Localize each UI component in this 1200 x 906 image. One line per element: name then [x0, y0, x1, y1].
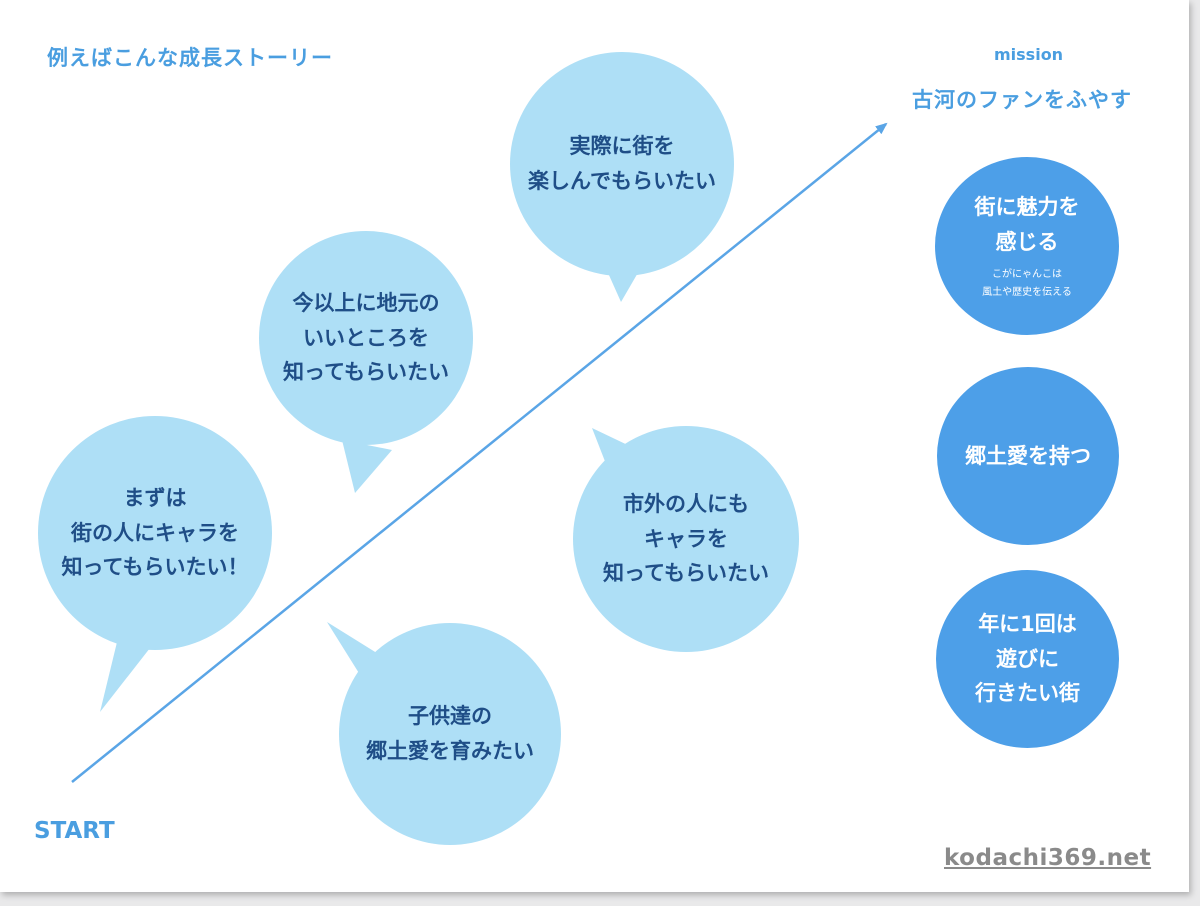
goal-3-line-2: 遊びに	[996, 646, 1059, 671]
bubble-2-shape	[259, 231, 473, 493]
bubble-3-text: 実際に街を 楽しんでもらいたい	[510, 52, 734, 276]
goal-3-line-1: 年に1回は	[978, 612, 1077, 637]
goal-1-note-1: こがにゃんこは	[992, 268, 1062, 280]
goal-3-line-3: 行きたい街	[975, 681, 1080, 706]
bubble-1-line-2: 街の人にキャラを	[71, 520, 239, 545]
bubble-2-line-1: 今以上に地元の	[292, 291, 440, 316]
bubble-1-shape	[38, 416, 272, 712]
slide: 例えばこんな成長ストーリー mission 古河のファンをふやす	[0, 0, 1189, 892]
bubble-3-line-2: 楽しんでもらいたい	[528, 169, 716, 193]
goal-circle-2: 郷土愛を持つ	[937, 367, 1119, 545]
bubble-2-line-2: いいところを	[303, 325, 429, 350]
bubble-2-line-3: 知ってもらいたい	[283, 360, 449, 385]
goal-2-line-1: 郷土愛を持つ	[965, 443, 1091, 468]
bubble-5-text: 子供達の 郷土愛を育みたい	[339, 623, 561, 845]
bubble-3-shape	[510, 52, 734, 302]
bubble-4-line-2: キャラを	[644, 526, 728, 551]
bubble-4-text: 市外の人にも キャラを 知ってもらいたい	[573, 426, 799, 652]
bubble-2-text: 今以上に地元の いいところを 知ってもらいたい	[259, 231, 473, 445]
goal-1-line-2: 感じる	[995, 230, 1059, 254]
start-label: START	[34, 818, 115, 844]
bubble-5-shape	[327, 622, 561, 845]
bubble-1-line-1: まずは	[123, 486, 187, 511]
bubble-5-line-2: 郷土愛を育みたい	[366, 739, 534, 763]
bubble-3-line-1: 実際に街を	[569, 134, 675, 159]
diagram-shapes	[38, 52, 888, 845]
bubble-4-line-1: 市外の人にも	[623, 492, 749, 517]
growth-arrow-icon	[71, 122, 888, 783]
mission-label: mission	[994, 45, 1064, 64]
bubble-1-line-3: 知ってもらいたい！	[61, 555, 249, 580]
mission-title: 古河のファンをふやす	[912, 88, 1132, 112]
page-title: 例えばこんな成長ストーリー	[47, 46, 333, 70]
goal-1-note-2: 風土や歴史を伝える	[982, 286, 1072, 298]
goal-1-line-1: 街に魅力を	[974, 195, 1080, 220]
bubble-5-line-1: 子供達の	[408, 704, 492, 729]
credit-link[interactable]: kodachi369.net	[944, 845, 1152, 871]
goal-circle-1: 街に魅力を 感じる こがにゃんこは 風土や歴史を伝える	[935, 157, 1119, 335]
bubble-1-text: まずは 街の人にキャラを 知ってもらいたい！	[38, 416, 272, 650]
bubble-4-shape	[573, 426, 799, 652]
bubble-4-line-3: 知ってもらいたい	[603, 561, 769, 586]
goal-circle-3: 年に1回は 遊びに 行きたい街	[936, 570, 1119, 748]
